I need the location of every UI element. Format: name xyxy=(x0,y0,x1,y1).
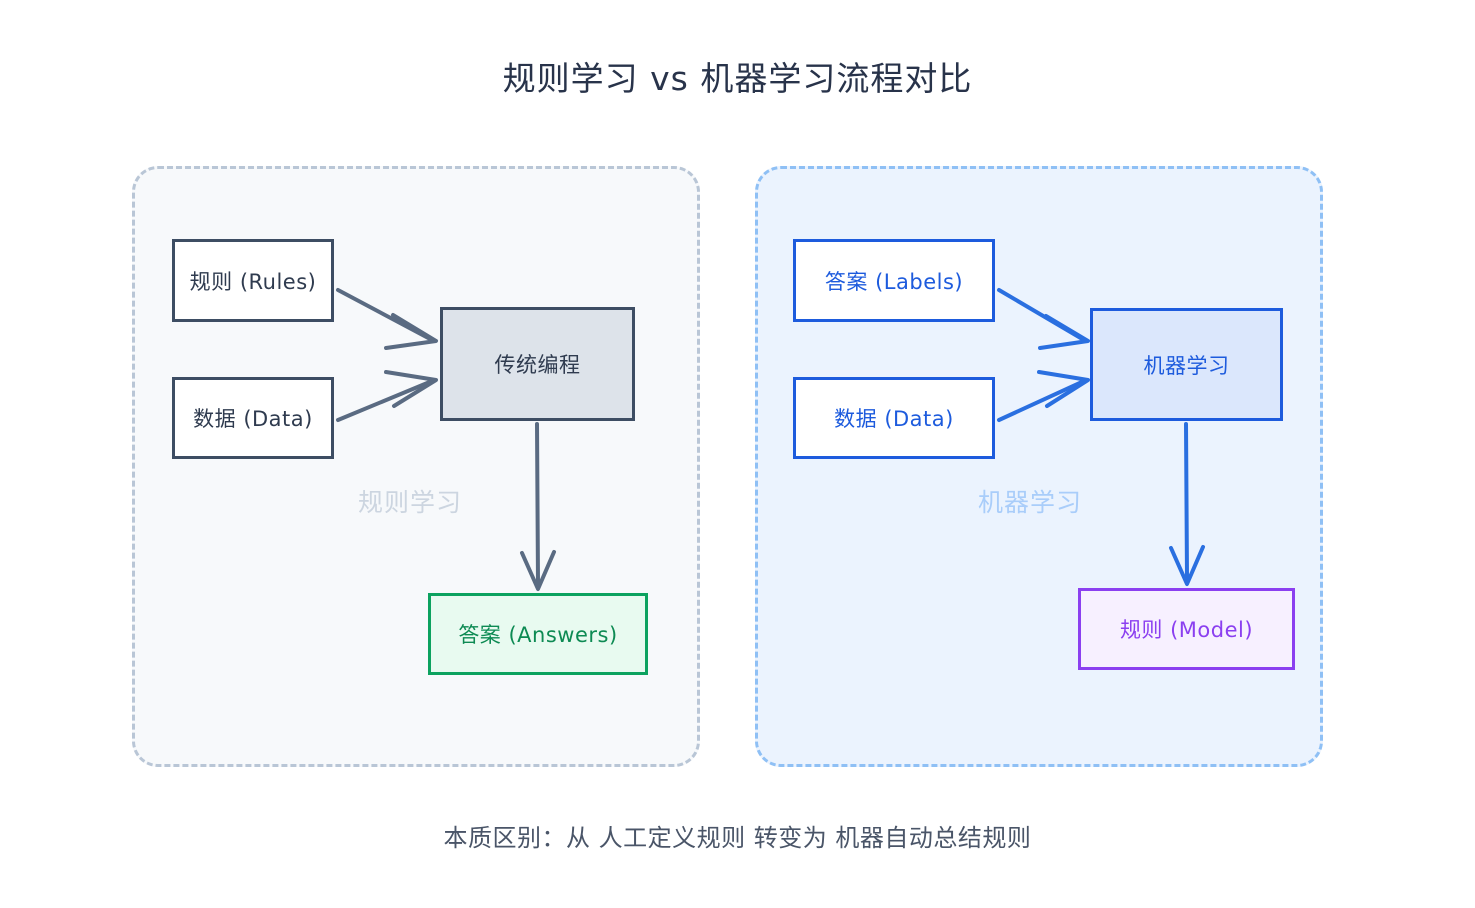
node-machine-learning[interactable]: 机器学习 xyxy=(1090,308,1283,421)
page-title: 规则学习 vs 机器学习流程对比 xyxy=(502,59,973,98)
node-answers[interactable]: 答案 (Answers) xyxy=(428,593,648,675)
node-model[interactable]: 规则 (Model) xyxy=(1078,588,1295,670)
node-labels[interactable]: 答案 (Labels) xyxy=(793,239,995,322)
panel-label-machine-learning: 机器学习 xyxy=(978,488,1083,517)
node-data-left[interactable]: 数据 (Data) xyxy=(172,377,334,459)
panel-label-rule-based: 规则学习 xyxy=(358,488,463,517)
node-data-right[interactable]: 数据 (Data) xyxy=(793,377,995,459)
node-traditional-programming[interactable]: 传统编程 xyxy=(440,307,635,421)
footer-caption: 本质区别：从 人工定义规则 转变为 机器自动总结规则 xyxy=(443,824,1032,852)
node-rules[interactable]: 规则 (Rules) xyxy=(172,239,334,322)
